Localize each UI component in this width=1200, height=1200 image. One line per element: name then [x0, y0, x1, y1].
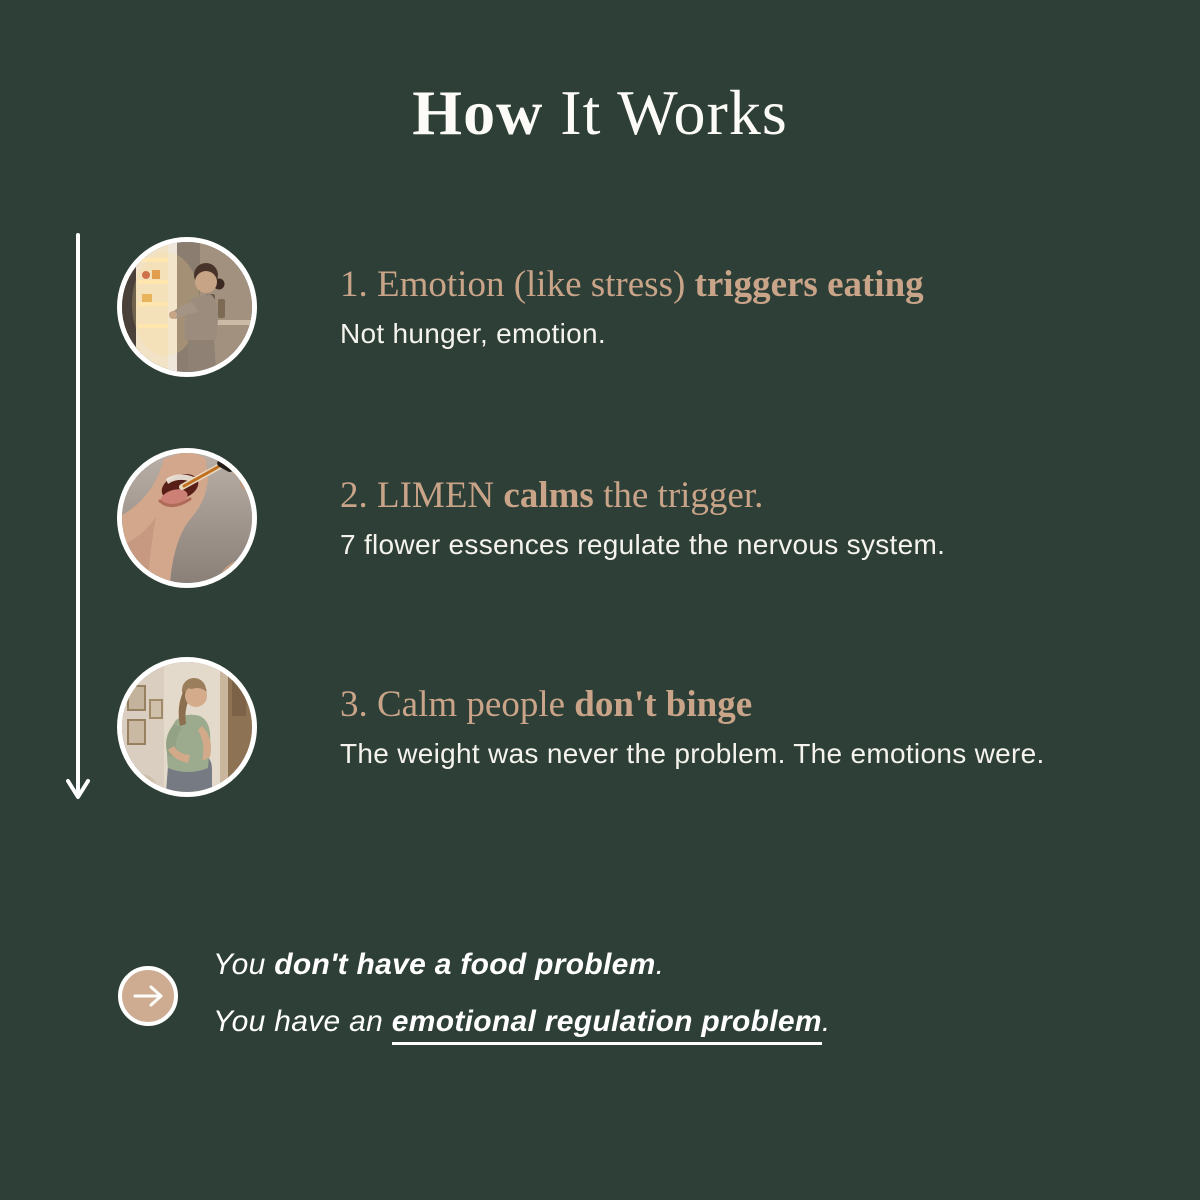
page-title: How It Works — [0, 80, 1200, 146]
step1-heading: 1. Emotion (like stress) triggers eating — [340, 263, 924, 305]
step-row-2: 2. LIMEN calms the trigger. 7 flower ess… — [117, 448, 1150, 588]
conclusion-text: You don't have a food problem. You have … — [213, 946, 831, 1060]
right-arrow-circle-icon — [116, 964, 180, 1028]
step1-text: 1. Emotion (like stress) triggers eating… — [340, 264, 1150, 351]
step2-text: 2. LIMEN calms the trigger. 7 flower ess… — [340, 475, 1150, 562]
step2-photo-dropper — [117, 448, 257, 588]
step1-subtitle: Not hunger, emotion. — [340, 317, 606, 349]
page-title-rest: It Works — [543, 77, 788, 148]
step2-subtitle: 7 flower essences regulate the nervous s… — [340, 528, 946, 560]
step2-heading: 2. LIMEN calms the trigger. — [340, 474, 764, 516]
conclusion-line-1: You don't have a food problem. — [213, 948, 665, 981]
step3-subtitle: The weight was never the problem. The em… — [340, 737, 1045, 769]
step3-text: 3. Calm people don't binge The weight wa… — [340, 684, 1150, 771]
step-row-1: 1. Emotion (like stress) triggers eating… — [117, 237, 1150, 377]
page-title-bold: How — [412, 77, 544, 148]
step3-heading: 3. Calm people don't binge — [340, 683, 753, 725]
step-row-3: 3. Calm people don't binge The weight wa… — [117, 657, 1150, 797]
conclusion-line-2: You have an emotional regulation problem… — [213, 1003, 831, 1045]
step1-photo-fridge — [117, 237, 257, 377]
step3-photo-calm-woman — [117, 657, 257, 797]
down-arrow-icon — [66, 233, 90, 799]
